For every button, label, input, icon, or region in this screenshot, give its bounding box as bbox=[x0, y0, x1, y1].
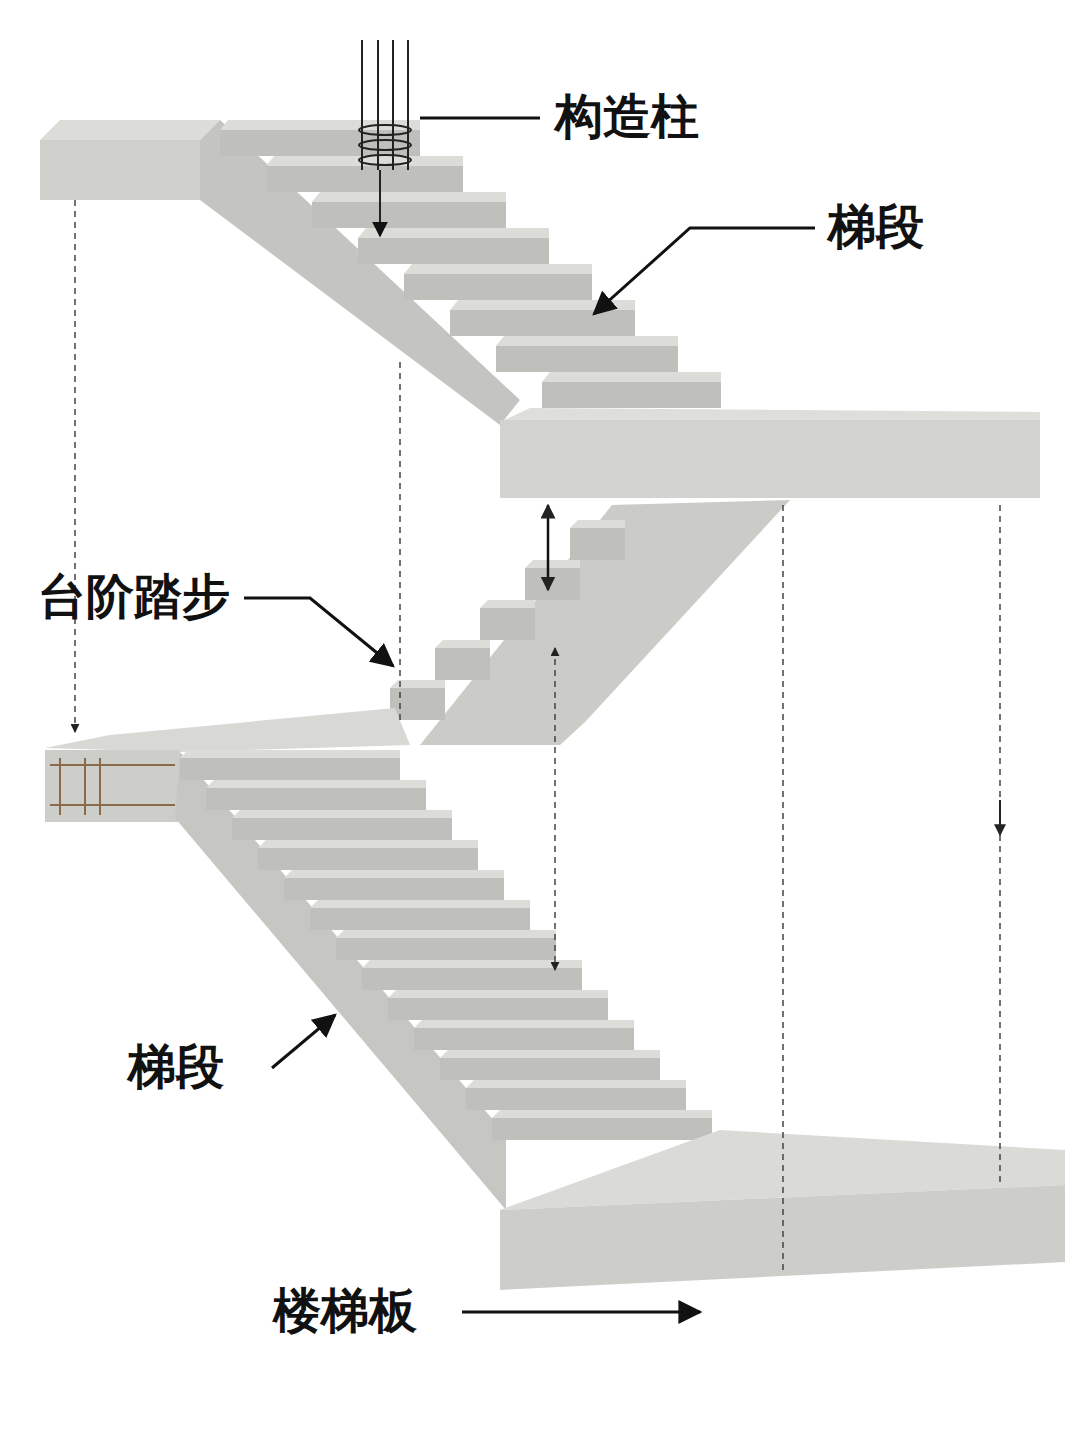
stair-step bbox=[388, 998, 608, 1020]
stair-step bbox=[525, 568, 580, 600]
stair-step bbox=[414, 1020, 634, 1028]
stair-step bbox=[525, 560, 580, 568]
part-label: 梯段 bbox=[128, 1038, 224, 1096]
stair-step bbox=[180, 750, 400, 758]
stair-step bbox=[266, 156, 463, 166]
stair-step bbox=[450, 310, 635, 336]
stair-step bbox=[542, 372, 721, 382]
stair-step bbox=[358, 238, 549, 264]
stair-step bbox=[284, 870, 504, 878]
part-label: 楼梯板 bbox=[273, 1282, 417, 1340]
stair-step bbox=[542, 382, 721, 408]
stair-step bbox=[404, 274, 592, 300]
stair-step bbox=[180, 758, 400, 780]
stair-step bbox=[570, 520, 625, 528]
stair-step bbox=[414, 1028, 634, 1050]
stair-step bbox=[232, 810, 452, 818]
landing-front bbox=[40, 140, 200, 200]
projection-lines bbox=[75, 200, 1000, 1275]
landing-top bbox=[500, 408, 1040, 422]
part-label: 构造柱 bbox=[555, 88, 699, 146]
stair-step bbox=[440, 1058, 660, 1080]
stair-step bbox=[358, 228, 549, 238]
stair-step bbox=[440, 1050, 660, 1058]
stair-step bbox=[496, 346, 678, 372]
stair-step bbox=[220, 130, 420, 156]
height-arrow bbox=[547, 505, 550, 590]
stair-step bbox=[480, 608, 535, 640]
leader-lines bbox=[244, 118, 815, 1312]
stair-step bbox=[284, 878, 504, 900]
stair-step bbox=[258, 848, 478, 870]
stair-step bbox=[206, 788, 426, 810]
flight-underside bbox=[420, 500, 790, 745]
landing-top bbox=[45, 708, 410, 752]
stair-step bbox=[492, 1118, 712, 1140]
stair-step bbox=[310, 900, 530, 908]
stair-step bbox=[336, 938, 556, 960]
landing-front bbox=[500, 420, 1040, 498]
stair-step bbox=[362, 968, 582, 990]
rebar-detail bbox=[50, 758, 175, 815]
stair-step bbox=[266, 166, 463, 192]
stair-step bbox=[404, 264, 592, 274]
part-label: 台阶踏步 bbox=[38, 568, 230, 626]
stair-step bbox=[390, 680, 445, 688]
part-label: 梯段 bbox=[828, 198, 924, 256]
stair-step bbox=[466, 1088, 686, 1110]
stair-step bbox=[496, 336, 678, 346]
stair-step bbox=[492, 1110, 712, 1118]
stair-step bbox=[232, 818, 452, 840]
stair-step bbox=[466, 1080, 686, 1088]
stair-step bbox=[312, 192, 506, 202]
projection-arrow bbox=[999, 800, 1001, 835]
stair-step bbox=[570, 528, 625, 560]
stair-step bbox=[336, 930, 556, 938]
stair-step bbox=[435, 648, 490, 680]
stair-step bbox=[480, 600, 535, 608]
stair-step bbox=[362, 960, 582, 968]
stair-step bbox=[206, 780, 426, 788]
stair-step bbox=[312, 202, 506, 228]
landing-front bbox=[45, 750, 180, 822]
stair-step bbox=[390, 688, 445, 720]
stair-step bbox=[435, 640, 490, 648]
stair-step bbox=[258, 840, 478, 848]
rebar-column bbox=[359, 40, 411, 236]
landing-top bbox=[40, 120, 220, 140]
stair-step bbox=[310, 908, 530, 930]
stair-step bbox=[388, 990, 608, 998]
